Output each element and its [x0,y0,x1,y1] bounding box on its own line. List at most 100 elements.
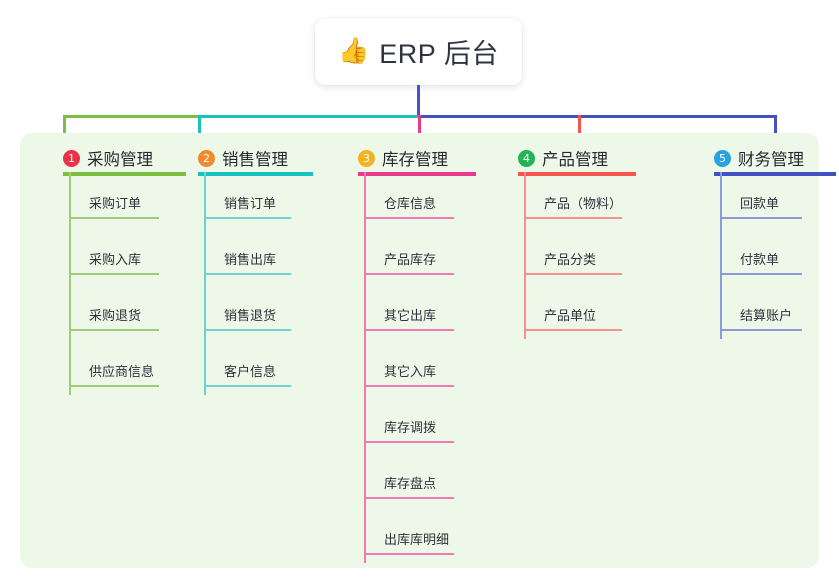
bus-segment-blue [418,115,776,118]
module-item-label: 付款单 [740,252,780,267]
module-underline [358,172,476,176]
bus-drop-sales [198,115,201,140]
module-spine [524,172,526,339]
root-trunk-connector [417,85,420,117]
module-spine [364,172,366,563]
module-item-label: 产品分类 [544,252,597,267]
module-underline [63,172,186,176]
bus-drop-purchase [63,115,66,140]
module-item[interactable]: 产品单位 [526,305,622,331]
module-item-label: 采购入库 [89,252,142,267]
module-item-label: 产品库存 [384,252,437,267]
module-item[interactable]: 库存调拨 [366,417,454,443]
root-node-card[interactable]: 👍 ERP 后台 [315,18,522,85]
module-item[interactable]: 产品库存 [366,249,454,275]
module-title: 产品管理 [542,151,608,169]
module-title: 销售管理 [222,151,288,169]
module-underline [714,172,836,176]
module-header-2[interactable]: 2 销售管理 [198,146,288,170]
module-header-4[interactable]: 4 产品管理 [518,146,608,170]
thumbs-up-icon: 👍 [338,37,370,65]
module-header-3[interactable]: 3 库存管理 [358,146,448,170]
module-item-underline [526,273,622,275]
module-number-badge: 2 [198,149,215,167]
module-item[interactable]: 仓库信息 [366,193,454,219]
module-item-label: 其它出库 [384,308,437,323]
module-title: 财务管理 [738,151,804,169]
module-item[interactable]: 销售退货 [206,305,291,331]
module-item[interactable]: 供应商信息 [71,361,159,387]
bus-segment-green [63,115,198,118]
module-item-label: 库存调拨 [384,420,437,435]
module-item-underline [206,273,291,275]
module-item-underline [722,217,802,219]
module-spine [204,172,206,395]
module-item-underline [526,329,622,331]
module-item[interactable]: 采购入库 [71,249,159,275]
module-number-badge: 4 [518,149,535,167]
module-item[interactable]: 回款单 [722,193,802,219]
module-item[interactable]: 结算账户 [722,305,802,331]
module-item-label: 采购订单 [89,196,142,211]
module-item-underline [366,329,454,331]
module-number-badge: 1 [63,149,80,167]
module-header-5[interactable]: 5 财务管理 [714,146,804,170]
module-item[interactable]: 其它出库 [366,305,454,331]
module-item-underline [71,329,159,331]
module-item-label: 销售退货 [224,308,277,323]
module-item-label: 产品（物料） [544,196,623,211]
root-node-title: ERP 后台 [379,39,499,69]
module-item-underline [206,329,291,331]
module-item-underline [366,441,454,443]
module-item-underline [722,273,802,275]
module-item-underline [71,273,159,275]
bus-drop-inventory [418,115,421,140]
module-item[interactable]: 采购订单 [71,193,159,219]
module-item-label: 客户信息 [224,364,277,379]
module-item-label: 产品单位 [544,308,597,323]
module-item[interactable]: 产品分类 [526,249,622,275]
module-item-label: 采购退货 [89,308,142,323]
module-spine [720,172,722,339]
bus-drop-finance [774,115,777,140]
module-item[interactable]: 销售订单 [206,193,291,219]
module-item-underline [366,273,454,275]
module-item-underline [206,217,291,219]
module-spine [69,172,71,395]
module-item[interactable]: 付款单 [722,249,802,275]
module-item[interactable]: 出库库明细 [366,529,454,555]
module-item-underline [366,385,454,387]
module-item-label: 库存盘点 [384,476,437,491]
bus-segment-teal [198,115,418,118]
module-underline [518,172,636,176]
module-title: 采购管理 [87,151,153,169]
module-item-label: 结算账户 [740,308,793,323]
module-number-badge: 3 [358,149,375,167]
module-item-underline [71,385,159,387]
module-item-underline [722,329,802,331]
modules-panel: 1 采购管理采购订单采购入库采购退货供应商信息 2 销售管理销售订单销售出库销售退货客… [20,133,836,568]
module-number-badge: 5 [714,149,731,167]
module-underline [198,172,313,176]
module-item-label: 出库库明细 [384,532,450,547]
module-item-label: 回款单 [740,196,780,211]
module-header-1[interactable]: 1 采购管理 [63,146,153,170]
module-item[interactable]: 销售出库 [206,249,291,275]
module-title: 库存管理 [382,151,448,169]
module-item-underline [71,217,159,219]
module-item-underline [366,553,454,555]
module-item[interactable]: 采购退货 [71,305,159,331]
module-item-underline [526,217,622,219]
module-item[interactable]: 客户信息 [206,361,291,387]
module-item-label: 仓库信息 [384,196,437,211]
module-item[interactable]: 其它入库 [366,361,454,387]
module-item[interactable]: 库存盘点 [366,473,454,499]
module-item-label: 其它入库 [384,364,437,379]
module-item-label: 销售订单 [224,196,277,211]
module-item[interactable]: 产品（物料） [526,193,622,219]
module-item-label: 供应商信息 [89,364,155,379]
module-item-underline [366,217,454,219]
module-item-underline [206,385,291,387]
module-item-label: 销售出库 [224,252,277,267]
